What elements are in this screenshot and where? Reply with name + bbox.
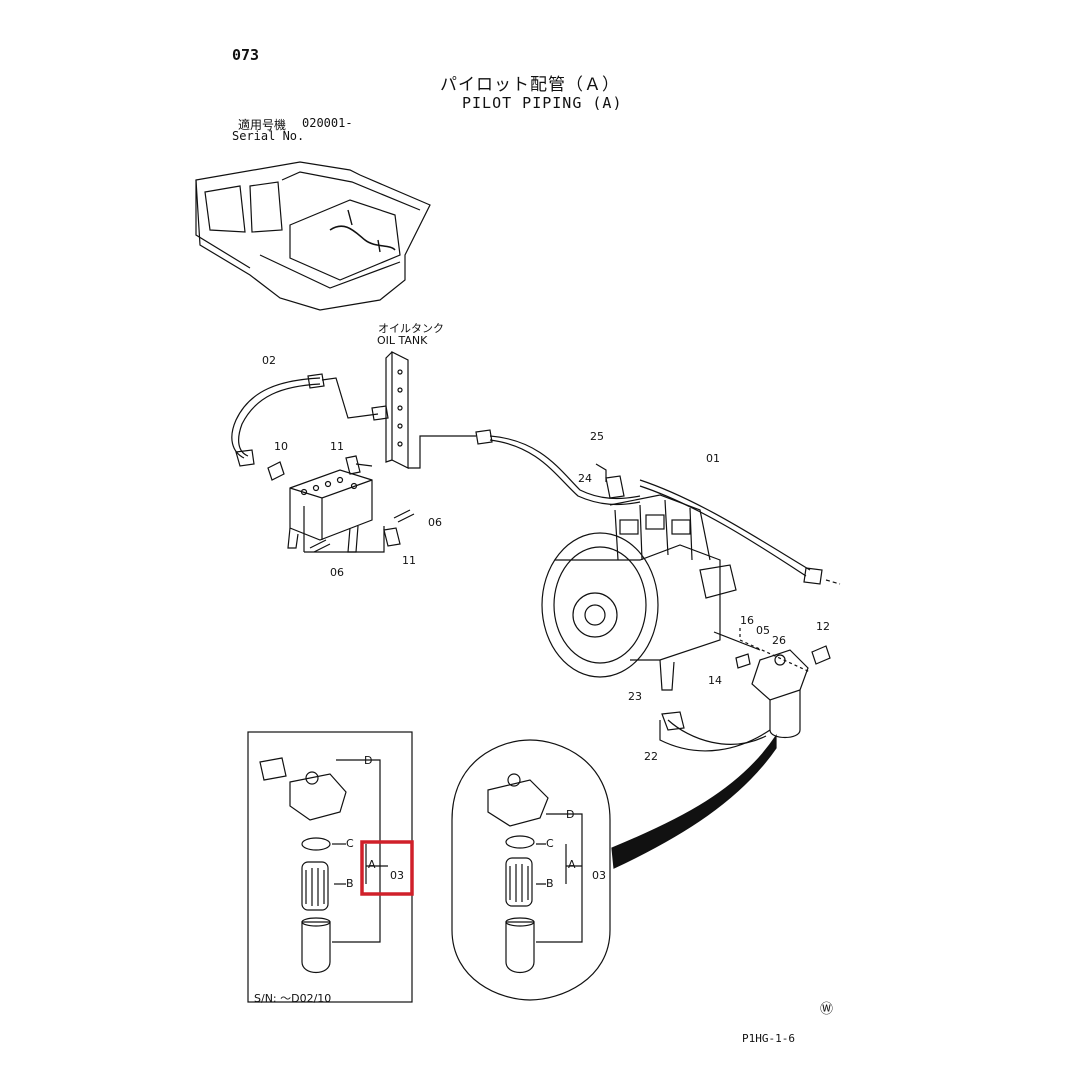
inset-left-ref-03: 03 <box>390 869 404 882</box>
callout-02: 02 <box>262 354 276 367</box>
inset-left-label-d: D <box>364 754 373 767</box>
hose-22 <box>659 711 771 752</box>
page-title-jp: パイロット配管（Ａ） <box>440 75 620 95</box>
bolt-06-left <box>309 539 331 553</box>
inset-right-ref-03: 03 <box>592 869 606 882</box>
hose-02 <box>231 373 389 467</box>
callout-23: 23 <box>628 690 642 703</box>
callout-26: 26 <box>772 634 786 647</box>
inset-right-label-d: D <box>566 808 575 821</box>
serial-label-en: Serial No. <box>232 129 305 143</box>
callout-11-lower: 11 <box>402 554 416 567</box>
inset-left-label-b: B <box>346 877 354 890</box>
fitting-11-lower <box>383 527 401 547</box>
callout-25: 25 <box>590 430 604 443</box>
callout-05: 05 <box>756 624 770 637</box>
oil-tank <box>385 351 409 469</box>
callout-06-left: 06 <box>330 566 344 579</box>
oil-tank-label-en: OIL TANK <box>377 334 428 347</box>
inset-left <box>247 731 413 1003</box>
callout-24: 24 <box>578 472 592 485</box>
callout-10: 10 <box>274 440 288 453</box>
bolt-06-right <box>393 509 415 523</box>
inset-right <box>451 739 611 1001</box>
oil-tank-label-jp: オイルタンク <box>378 322 444 335</box>
callout-16: 16 <box>740 614 754 627</box>
inset-left-label-a: A <box>368 858 376 871</box>
clamp-24 <box>595 463 625 499</box>
page-title-en: PILOT PIPING (A) <box>462 94 623 112</box>
inset-right-label-a: A <box>568 858 576 871</box>
callout-01: 01 <box>706 452 720 465</box>
callout-11-upper: 11 <box>330 440 344 453</box>
callout-06-right: 06 <box>428 516 442 529</box>
callout-22: 22 <box>644 750 658 763</box>
inset-right-label-b: B <box>546 877 554 890</box>
fitting-10 <box>267 461 285 481</box>
pump-assembly <box>541 494 737 691</box>
highlight-box <box>360 840 414 896</box>
callout-12: 12 <box>816 620 830 633</box>
inset-right-label-c: C <box>546 837 554 850</box>
callout-connector <box>611 734 777 869</box>
inset-left-label-c: C <box>346 837 354 850</box>
serial-value: 020001- <box>302 116 353 130</box>
hose-01 <box>408 429 841 585</box>
page-number: 073 <box>232 46 260 64</box>
excavator-illustration <box>195 161 431 311</box>
fitting-11-upper <box>345 455 373 475</box>
serial-range-note: S/N: ～D02/10 <box>254 992 332 1005</box>
page-code: P1HG-1-6 <box>742 1032 795 1045</box>
manifold-block <box>287 469 385 553</box>
serial-label-jp: 適用号機 <box>238 118 287 132</box>
callout-14: 14 <box>708 674 722 687</box>
maker-mark: Ⓦ <box>820 1002 834 1017</box>
